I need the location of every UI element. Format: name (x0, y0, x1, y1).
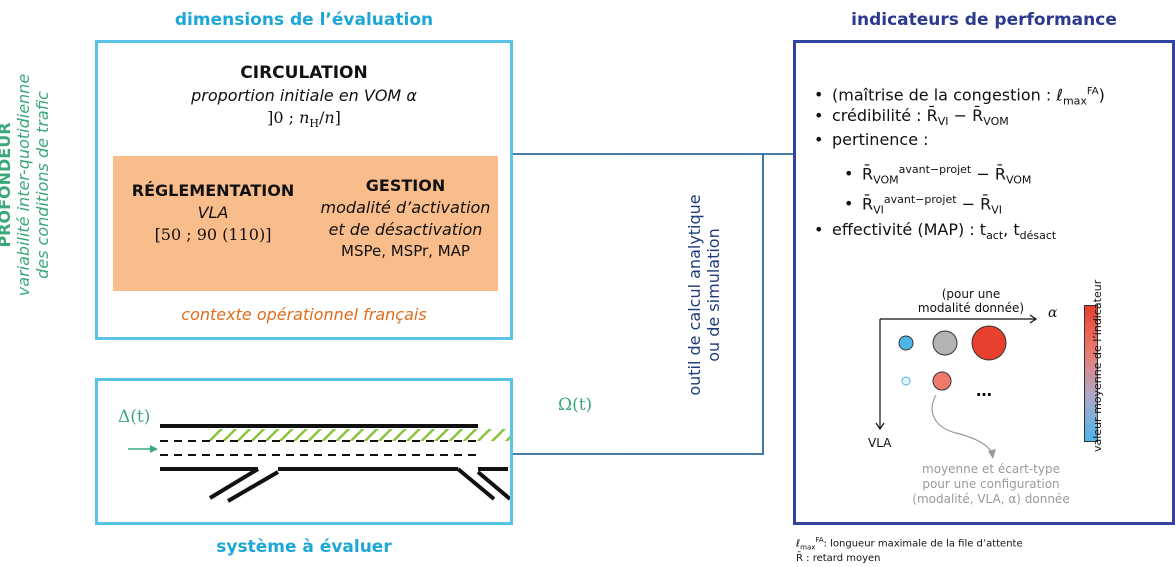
colorbar (1084, 305, 1098, 442)
colorbar-label: valeur moyenne de l’indicateur (1091, 279, 1104, 452)
bubble-grey (932, 330, 958, 356)
circulation-range: ]0 ; nH/n] (267, 108, 341, 131)
tool-line1: outil de calcul analytique (685, 194, 704, 396)
connectors (513, 153, 795, 455)
bubble-light-red (932, 371, 952, 391)
indicators-box: •(maîtrise de la congestion : ℓmaxFA) •c… (793, 40, 1175, 525)
delta-label: Δ(t) (118, 407, 151, 427)
circulation-title: CIRCULATION (240, 63, 368, 83)
more-ellipsis: … (976, 381, 992, 400)
reglementation-range: [50 ; 90 (110)] (154, 225, 272, 244)
indicator-congestion: •(maîtrise de la congestion : ℓmaxFA) (814, 85, 1105, 108)
depth-label: PROFONDEUR variabilité inter-quotidienne… (0, 15, 65, 355)
depth-line1: variabilité inter-quotidienne (14, 73, 33, 297)
managed-lane-hatch (208, 429, 510, 441)
x-axis-arrow (1029, 314, 1038, 324)
tool-label: outil de calcul analytique ou de simulat… (685, 165, 735, 425)
footnotes: ℓmaxFA: longueur maximale de la file d’a… (796, 534, 1023, 565)
depth-line2: des conditions de trafic (33, 91, 52, 279)
bubble-blue (898, 335, 914, 351)
reglementation-title: RÉGLEMENTATION (131, 181, 295, 200)
right-header: indicateurs de performance (851, 10, 1117, 30)
bubble-red (971, 325, 1007, 361)
on-ramp-1 (208, 467, 260, 500)
mini-chart-note: moyenne et écart-type pour une configura… (912, 462, 1070, 506)
gestion-title: GESTION (365, 176, 446, 195)
tool-line2: ou de simulation (704, 228, 723, 362)
tool-bracket (623, 153, 764, 455)
dimensions-box: CIRCULATION proportion initiale en VOM α… (95, 40, 513, 340)
indicator-effectiveness: •effectivité (MAP) : tact, tdésact (814, 220, 1057, 243)
indicator-relevance-vi: •R̄VIavant−projet − R̄VI (844, 193, 1003, 217)
mini-chart-top-label: (pour une modalité donnée) (917, 287, 1025, 315)
indicator-relevance-vom: •R̄VOMavant−projet − R̄VOM (844, 163, 1032, 187)
bubble-small-blue (901, 376, 911, 386)
depth-title: PROFONDEUR (0, 122, 14, 248)
system-box: Δ(t) Ω(t) (95, 378, 592, 525)
gestion-modes: MSPe, MSPr, MAP (341, 242, 470, 260)
note-pointer (931, 394, 993, 454)
on-ramp-2 (226, 470, 280, 503)
circulation-subtitle: proportion initiale en VOM α (191, 86, 417, 105)
gestion-line2: et de désactivation (328, 220, 483, 239)
y-axis-arrow (875, 422, 885, 431)
left-header: dimensions de l’évaluation (174, 10, 434, 30)
reglementation-subtitle: VLA (197, 203, 229, 222)
off-ramp-2 (476, 470, 510, 501)
gestion-line1: modalité d’activation (320, 198, 491, 217)
x-axis-label: α (1048, 305, 1058, 321)
mini-chart (875, 314, 1038, 459)
footnote-1: ℓmaxFA: longueur maximale de la file d’a… (796, 536, 1023, 552)
road-diagram (128, 424, 510, 503)
demand-arrow-head (150, 445, 158, 453)
indicator-credibility: •crédibilité : R̄VI − R̄VOM (814, 106, 1009, 129)
system-caption: système à évaluer (216, 537, 392, 557)
footnote-2: R̄ : retard moyen (796, 553, 881, 565)
y-axis-label: VLA (868, 436, 892, 450)
rules-management-panel: RÉGLEMENTATION VLA [50 ; 90 (110)] GESTI… (113, 156, 498, 291)
off-ramp-1 (456, 467, 496, 501)
omega-label: Ω(t) (558, 395, 593, 415)
context-label: contexte opérationnel français (181, 305, 427, 324)
indicator-relevance: •pertinence : (814, 130, 929, 149)
